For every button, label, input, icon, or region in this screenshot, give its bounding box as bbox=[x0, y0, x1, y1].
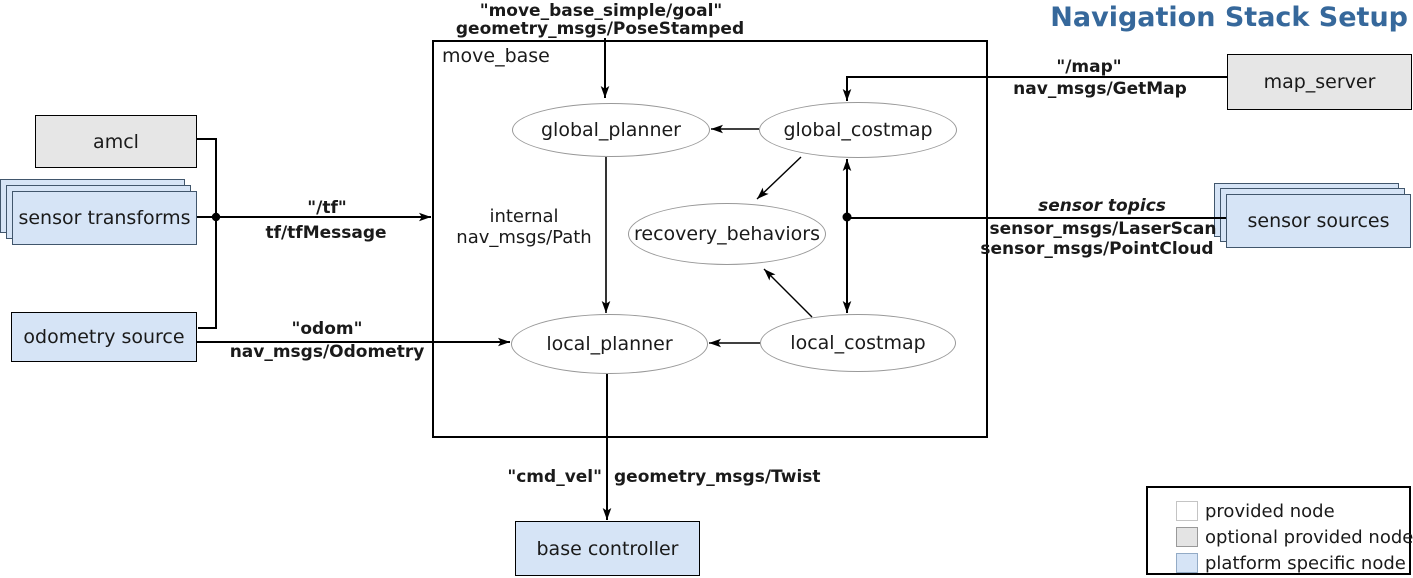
node-amcl: amcl bbox=[35, 115, 197, 168]
node-sensor-transforms-label: sensor transforms bbox=[18, 207, 191, 229]
component-global-planner: global_planner bbox=[512, 103, 710, 157]
node-map-server: map_server bbox=[1227, 54, 1412, 110]
legend: provided node optional provided node pla… bbox=[1146, 486, 1413, 575]
legend-swatch-optional bbox=[1176, 527, 1198, 547]
edge-amcl-odometry-connector bbox=[197, 138, 217, 329]
goal-msg-label: geometry_msgs/PoseStamped bbox=[455, 19, 745, 39]
legend-row-optional: optional provided node bbox=[1176, 525, 1413, 549]
component-recovery-behaviors: recovery_behaviors bbox=[628, 203, 826, 265]
node-base-controller-label: base controller bbox=[536, 537, 679, 560]
tf-junction-dot bbox=[211, 212, 221, 222]
node-base-controller: base controller bbox=[515, 521, 700, 576]
component-local-costmap: local_costmap bbox=[760, 314, 956, 372]
legend-row-platform: platform specific node bbox=[1176, 551, 1406, 575]
legend-row-provided: provided node bbox=[1176, 499, 1335, 523]
sensor-msg1-label: sensor_msgs/LaserScan bbox=[989, 219, 1217, 239]
map-topic-label: "/map" bbox=[1056, 57, 1122, 77]
component-global-costmap: global_costmap bbox=[759, 102, 957, 158]
internal-path-line2: nav_msgs/Path bbox=[456, 227, 592, 248]
tf-msg-label: tf/tfMessage bbox=[265, 223, 387, 243]
component-global-planner-label: global_planner bbox=[540, 119, 681, 141]
component-global-costmap-label: global_costmap bbox=[783, 119, 933, 141]
cmdvel-topic-label: "cmd_vel" bbox=[507, 467, 602, 487]
legend-label-provided: provided node bbox=[1205, 500, 1335, 522]
component-recovery-behaviors-label: recovery_behaviors bbox=[634, 223, 820, 245]
legend-swatch-platform bbox=[1176, 553, 1198, 573]
sensor-topics-label: sensor topics bbox=[1038, 196, 1166, 216]
node-sensor-sources-label: sensor sources bbox=[1247, 210, 1390, 232]
odom-topic-label: "odom" bbox=[291, 319, 363, 339]
internal-path-label: internal nav_msgs/Path bbox=[456, 206, 591, 248]
node-odometry-source: odometry source bbox=[11, 312, 197, 362]
odom-msg-label: nav_msgs/Odometry bbox=[229, 342, 425, 362]
legend-label-platform: platform specific node bbox=[1205, 552, 1406, 574]
cmdvel-msg-label: geometry_msgs/Twist bbox=[614, 467, 821, 487]
legend-swatch-provided bbox=[1176, 501, 1198, 521]
tf-topic-label: "/tf" bbox=[307, 198, 347, 218]
component-local-costmap-label: local_costmap bbox=[790, 332, 926, 354]
page-title: Navigation Stack Setup bbox=[1050, 2, 1408, 33]
internal-path-line1: internal bbox=[489, 206, 559, 227]
component-local-planner-label: local_planner bbox=[546, 333, 673, 355]
node-odometry-source-label: odometry source bbox=[23, 326, 185, 348]
sensor-transforms-stack-front: sensor transforms bbox=[12, 191, 197, 245]
node-map-server-label: map_server bbox=[1263, 71, 1376, 93]
legend-label-optional: optional provided node bbox=[1205, 526, 1413, 548]
component-local-planner: local_planner bbox=[511, 314, 708, 374]
goal-topic-label: "move_base_simple/goal" bbox=[479, 1, 723, 21]
map-msg-label: nav_msgs/GetMap bbox=[1013, 79, 1187, 99]
sensor-sources-stack-front: sensor sources bbox=[1226, 194, 1411, 248]
node-amcl-label: amcl bbox=[93, 130, 139, 153]
move-base-container: move_base bbox=[432, 40, 988, 438]
move-base-label: move_base bbox=[442, 45, 550, 67]
sensor-msg2-label: sensor_msgs/PointCloud bbox=[980, 239, 1214, 259]
